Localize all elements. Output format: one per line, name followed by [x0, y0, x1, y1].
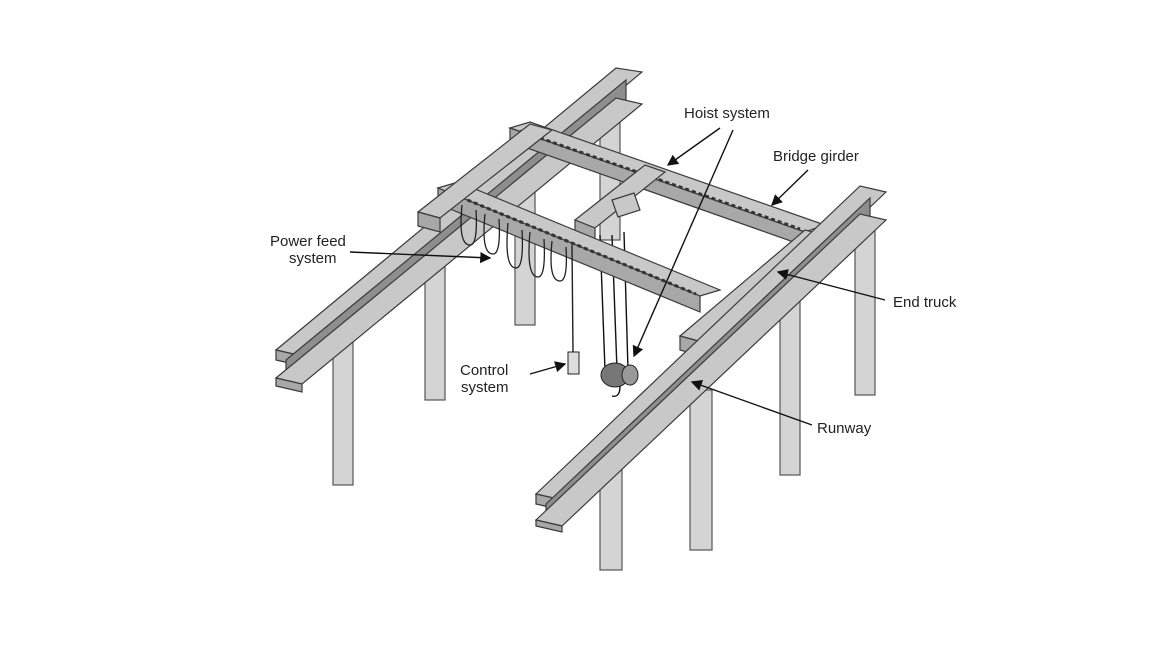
hoist-trolley [573, 164, 667, 397]
label-power-feed-2: system [289, 250, 337, 267]
runway-columns [332, 109, 876, 571]
right-runway-beam [534, 185, 888, 533]
bridge-girder-back [508, 121, 827, 247]
label-runway: Runway [817, 420, 872, 437]
label-hoist-system: Hoist system [684, 105, 770, 122]
power-feed-festoon [460, 204, 568, 282]
label-bridge-girder: Bridge girder [773, 148, 859, 165]
leader-lines [349, 127, 886, 426]
label-control-2: system [461, 379, 509, 396]
label-power-feed-1: Power feed [270, 233, 346, 250]
control-pendant [567, 244, 580, 375]
label-end-truck: End truck [893, 294, 957, 311]
label-control-1: Control [460, 362, 508, 379]
